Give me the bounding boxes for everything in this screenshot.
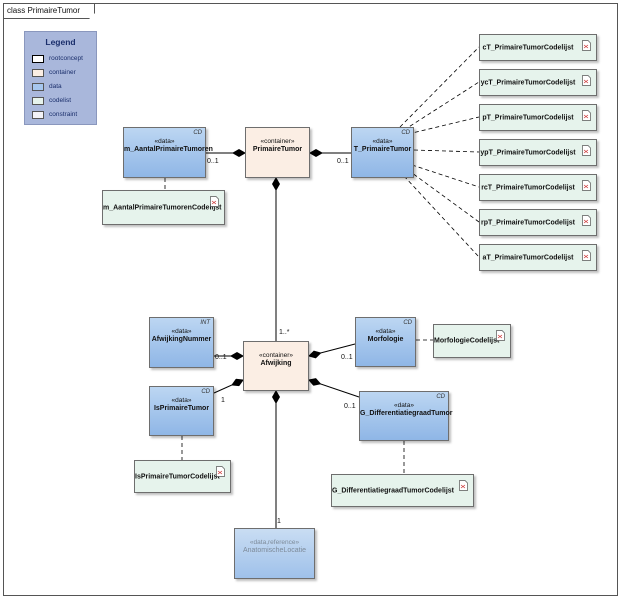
class-isprimairetumor[interactable]: CD «data» IsPrimaireTumor bbox=[149, 386, 214, 436]
class-name: AfwijkingNummer bbox=[151, 336, 212, 343]
type-label: INT bbox=[200, 320, 210, 326]
codelist-m-aantalprimairetumoren[interactable]: m_AantalPrimaireTumorenCodelijst bbox=[102, 190, 225, 225]
codelist-name: aT_PrimaireTumorCodelijst bbox=[482, 254, 574, 261]
class-afwijkingnummer[interactable]: INT «data» AfwijkingNummer bbox=[149, 317, 214, 368]
class-anatomischelocatie[interactable]: «data,reference» AnatomischeLocatie bbox=[234, 528, 315, 579]
stereotype: «data» bbox=[154, 138, 175, 145]
class-m-aantalprimairetumoren[interactable]: CD «data» m_AantalPrimaireTumoren bbox=[123, 127, 213, 178]
codelist-doc-icon bbox=[582, 215, 591, 226]
legend-swatch bbox=[32, 97, 44, 105]
class-name: IsPrimaireTumor bbox=[153, 405, 210, 412]
multiplicity-isprimairetumor: 1 bbox=[221, 397, 225, 404]
type-label: CD bbox=[201, 389, 210, 395]
codelist-rct[interactable]: rcT_PrimaireTumorCodelijst bbox=[479, 174, 597, 201]
stereotype: «data» bbox=[372, 138, 393, 145]
codelist-pt[interactable]: pT_PrimaireTumorCodelijst bbox=[479, 104, 597, 131]
class-t-primairetumor[interactable]: CD «data» T_PrimaireTumor bbox=[351, 127, 414, 178]
codelist-doc-icon bbox=[459, 480, 468, 491]
codelist-isprimairetumor[interactable]: IsPrimaireTumorCodelijst bbox=[134, 460, 231, 493]
stereotype: «container» bbox=[260, 138, 295, 145]
type-label: CD bbox=[193, 130, 202, 136]
codelist-morfologie[interactable]: MorfologieCodelijst bbox=[433, 324, 511, 358]
class-name: T_PrimaireTumor bbox=[353, 146, 412, 153]
codelist-doc-icon bbox=[582, 250, 591, 261]
class-name: PrimaireTumor bbox=[252, 146, 303, 153]
link-gdiff-afwijking bbox=[308, 378, 360, 398]
codelist-doc-icon bbox=[496, 330, 505, 341]
codelist-name: G_DifferentiatiegraadTumorCodelijst bbox=[332, 487, 455, 494]
multiplicity-morfologie: 0..1 bbox=[341, 354, 353, 361]
class-name: Morfologie bbox=[367, 336, 404, 343]
codelist-name: pT_PrimaireTumorCodelijst bbox=[482, 114, 574, 121]
stereotype: «data» bbox=[394, 402, 414, 409]
stereotype: «data,reference» bbox=[249, 539, 300, 546]
codelist-name: IsPrimaireTumorCodelijst bbox=[135, 473, 220, 480]
class-g-differentiatiegraadtumor[interactable]: CD «data» G_DifferentiatiegraadTumor bbox=[359, 391, 453, 441]
codelist-rpt[interactable]: rpT_PrimaireTumorCodelijst bbox=[479, 209, 597, 236]
codelist-doc-icon bbox=[582, 75, 591, 86]
stereotype: «data» bbox=[171, 328, 192, 335]
class-name: G_DifferentiatiegraadTumor bbox=[360, 410, 453, 417]
multiplicity-g-differentiatiegraad: 0..1 bbox=[344, 403, 356, 410]
legend: Legend rootconcept container data codeli… bbox=[24, 31, 97, 125]
class-primairetumor[interactable]: «container» PrimaireTumor bbox=[245, 127, 310, 178]
codelist-g-differentiatiegraadtumor[interactable]: G_DifferentiatiegraadTumorCodelijst bbox=[331, 474, 474, 507]
codelist-name: ypT_PrimaireTumorCodelijst bbox=[480, 149, 576, 156]
codelist-name: m_AantalPrimaireTumorenCodelijst bbox=[103, 204, 222, 211]
codelist-name: cT_PrimaireTumorCodelijst bbox=[482, 44, 574, 51]
codelist-name: rcT_PrimaireTumorCodelijst bbox=[481, 184, 575, 191]
legend-swatch bbox=[32, 55, 44, 63]
stereotype: «container» bbox=[259, 352, 293, 359]
type-label: CD bbox=[401, 130, 410, 136]
multiplicity-aantal: 0..1 bbox=[207, 158, 219, 165]
codelist-ypt[interactable]: ypT_PrimaireTumorCodelijst bbox=[479, 139, 597, 166]
codelist-doc-icon bbox=[582, 40, 591, 51]
codelist-dependencies bbox=[164, 46, 480, 474]
codelist-at[interactable]: aT_PrimaireTumorCodelijst bbox=[479, 244, 597, 271]
codelist-doc-icon bbox=[582, 180, 591, 191]
codelist-name: ycT_PrimaireTumorCodelijst bbox=[480, 79, 576, 86]
multiplicity-afwijking: 1..* bbox=[279, 329, 290, 336]
codelist-name: MorfologieCodelijst bbox=[434, 337, 500, 345]
codelist-doc-icon bbox=[210, 196, 219, 207]
class-afwijking[interactable]: «container» Afwijking bbox=[243, 341, 309, 391]
link-morfologie-afwijking bbox=[308, 343, 356, 359]
legend-swatch bbox=[32, 83, 44, 91]
multiplicity-anatomischelocatie: 1 bbox=[277, 518, 281, 525]
stereotype: «data» bbox=[375, 328, 396, 335]
frame-title: class PrimaireTumor bbox=[4, 4, 95, 19]
codelist-doc-icon bbox=[216, 466, 225, 477]
type-label: CD bbox=[403, 320, 412, 326]
diagram-frame: class PrimaireTumor bbox=[3, 3, 618, 596]
codelist-yct[interactable]: ycT_PrimaireTumorCodelijst bbox=[479, 69, 597, 96]
legend-swatch bbox=[32, 111, 44, 119]
class-name: AnatomischeLocatie bbox=[242, 547, 307, 554]
legend-title: Legend bbox=[45, 37, 76, 47]
codelist-name: rpT_PrimaireTumorCodelijst bbox=[480, 219, 575, 226]
class-morfologie[interactable]: CD «data» Morfologie bbox=[355, 317, 416, 367]
codelist-doc-icon bbox=[582, 145, 591, 156]
type-label: CD bbox=[436, 394, 445, 400]
stereotype: «data» bbox=[171, 397, 192, 404]
codelist-ct[interactable]: cT_PrimaireTumorCodelijst bbox=[479, 34, 597, 61]
multiplicity-t-primairetumor: 0..1 bbox=[337, 158, 349, 165]
legend-swatch bbox=[32, 69, 44, 77]
class-name: Afwijking bbox=[260, 360, 292, 367]
codelist-doc-icon bbox=[582, 110, 591, 121]
link-isprimaire-afwijking bbox=[213, 378, 244, 394]
class-name: m_AantalPrimaireTumoren bbox=[124, 146, 213, 153]
multiplicity-afwijkingnummer: 0..1 bbox=[215, 354, 227, 361]
